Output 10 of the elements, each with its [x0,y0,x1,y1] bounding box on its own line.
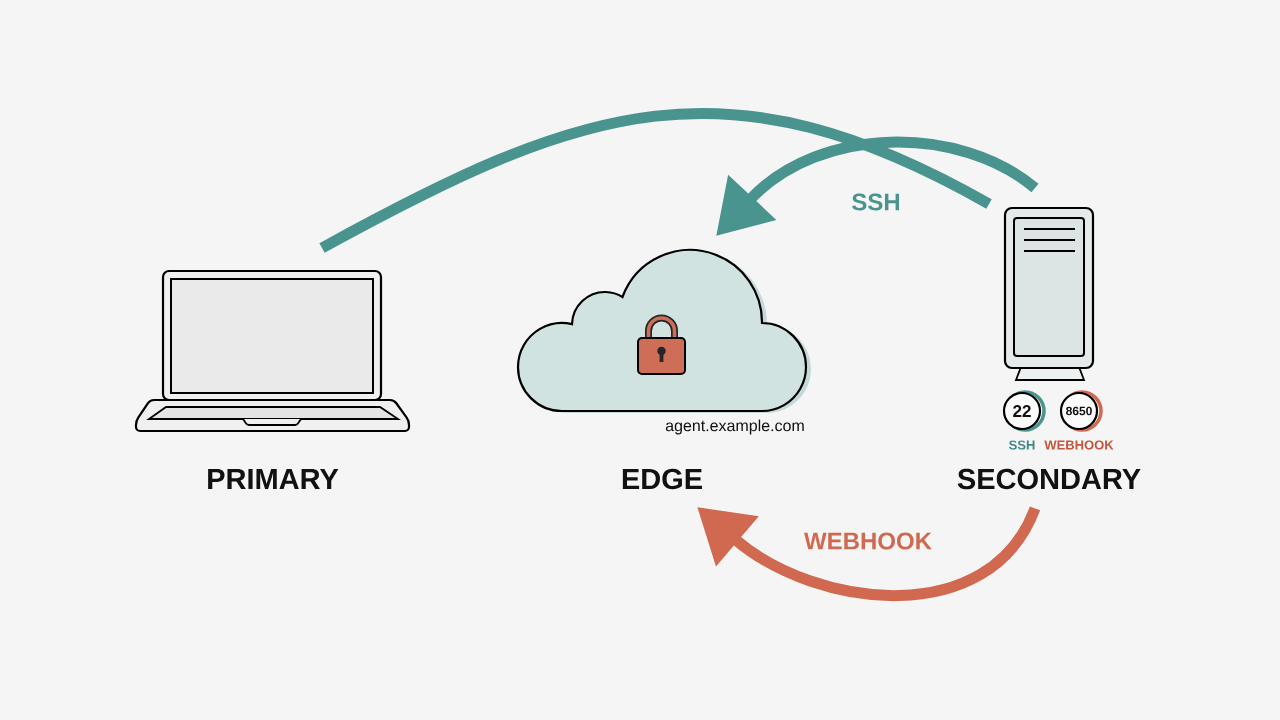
connector-line [319,107,992,253]
edge-label: WEBHOOK [802,530,934,552]
port-label: WEBHOOK [1044,440,1114,450]
edge-label: SSH [849,191,903,213]
address-text: agent.example.com [665,419,804,435]
device-label: SECONDARY [957,468,1141,490]
device-label: PRIMARY [208,469,339,489]
port-label: SSH [1009,440,1035,450]
server-tower [1003,206,1095,381]
device-label: EDGE [622,468,702,490]
